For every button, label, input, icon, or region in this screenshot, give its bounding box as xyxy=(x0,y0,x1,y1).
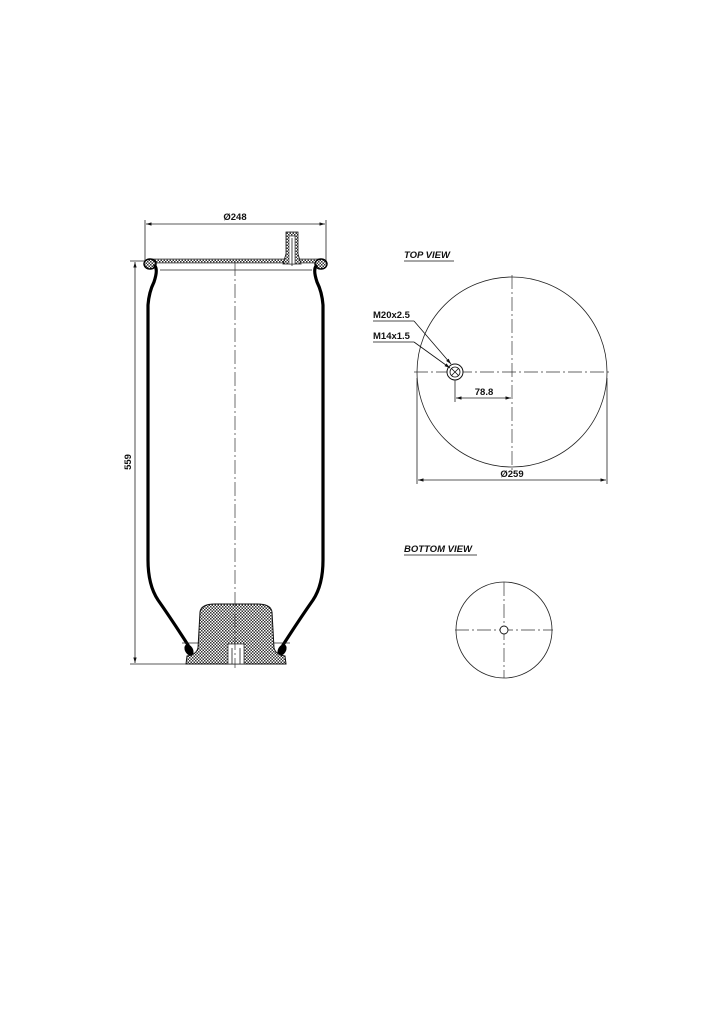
side-view: Ø248 559 xyxy=(123,212,328,668)
thread-outer-label: M20x2.5 xyxy=(373,310,411,321)
top-plate xyxy=(143,258,328,271)
piston xyxy=(182,603,290,665)
offset-dimension: 78.8 xyxy=(454,380,511,402)
height-dimension-559: 559 xyxy=(123,260,190,665)
diameter-label: Ø248 xyxy=(223,212,246,223)
bottom-view: BOTTOM VIEW xyxy=(404,544,553,679)
thread-inner-label: M14x1.5 xyxy=(373,331,411,342)
diameter-dimension-248: Ø248 xyxy=(144,212,327,262)
top-view: TOP VIEW M20x2.5 M14x1.5 78.8 xyxy=(373,250,609,484)
height-label: 559 xyxy=(123,454,134,470)
center-hole xyxy=(499,625,509,635)
air-fitting-stud xyxy=(282,231,302,266)
offset-label: 78.8 xyxy=(475,387,494,398)
leader-m20: M20x2.5 xyxy=(373,310,452,365)
bellows-wall xyxy=(146,264,325,656)
leader-m14: M14x1.5 xyxy=(373,331,451,369)
top-view-title: TOP VIEW xyxy=(404,250,451,261)
bottom-view-title: BOTTOM VIEW xyxy=(404,544,473,555)
port-symbol xyxy=(446,363,464,381)
top-diameter-label: Ø259 xyxy=(500,469,523,480)
diameter-dimension-259: Ø259 xyxy=(416,378,608,484)
